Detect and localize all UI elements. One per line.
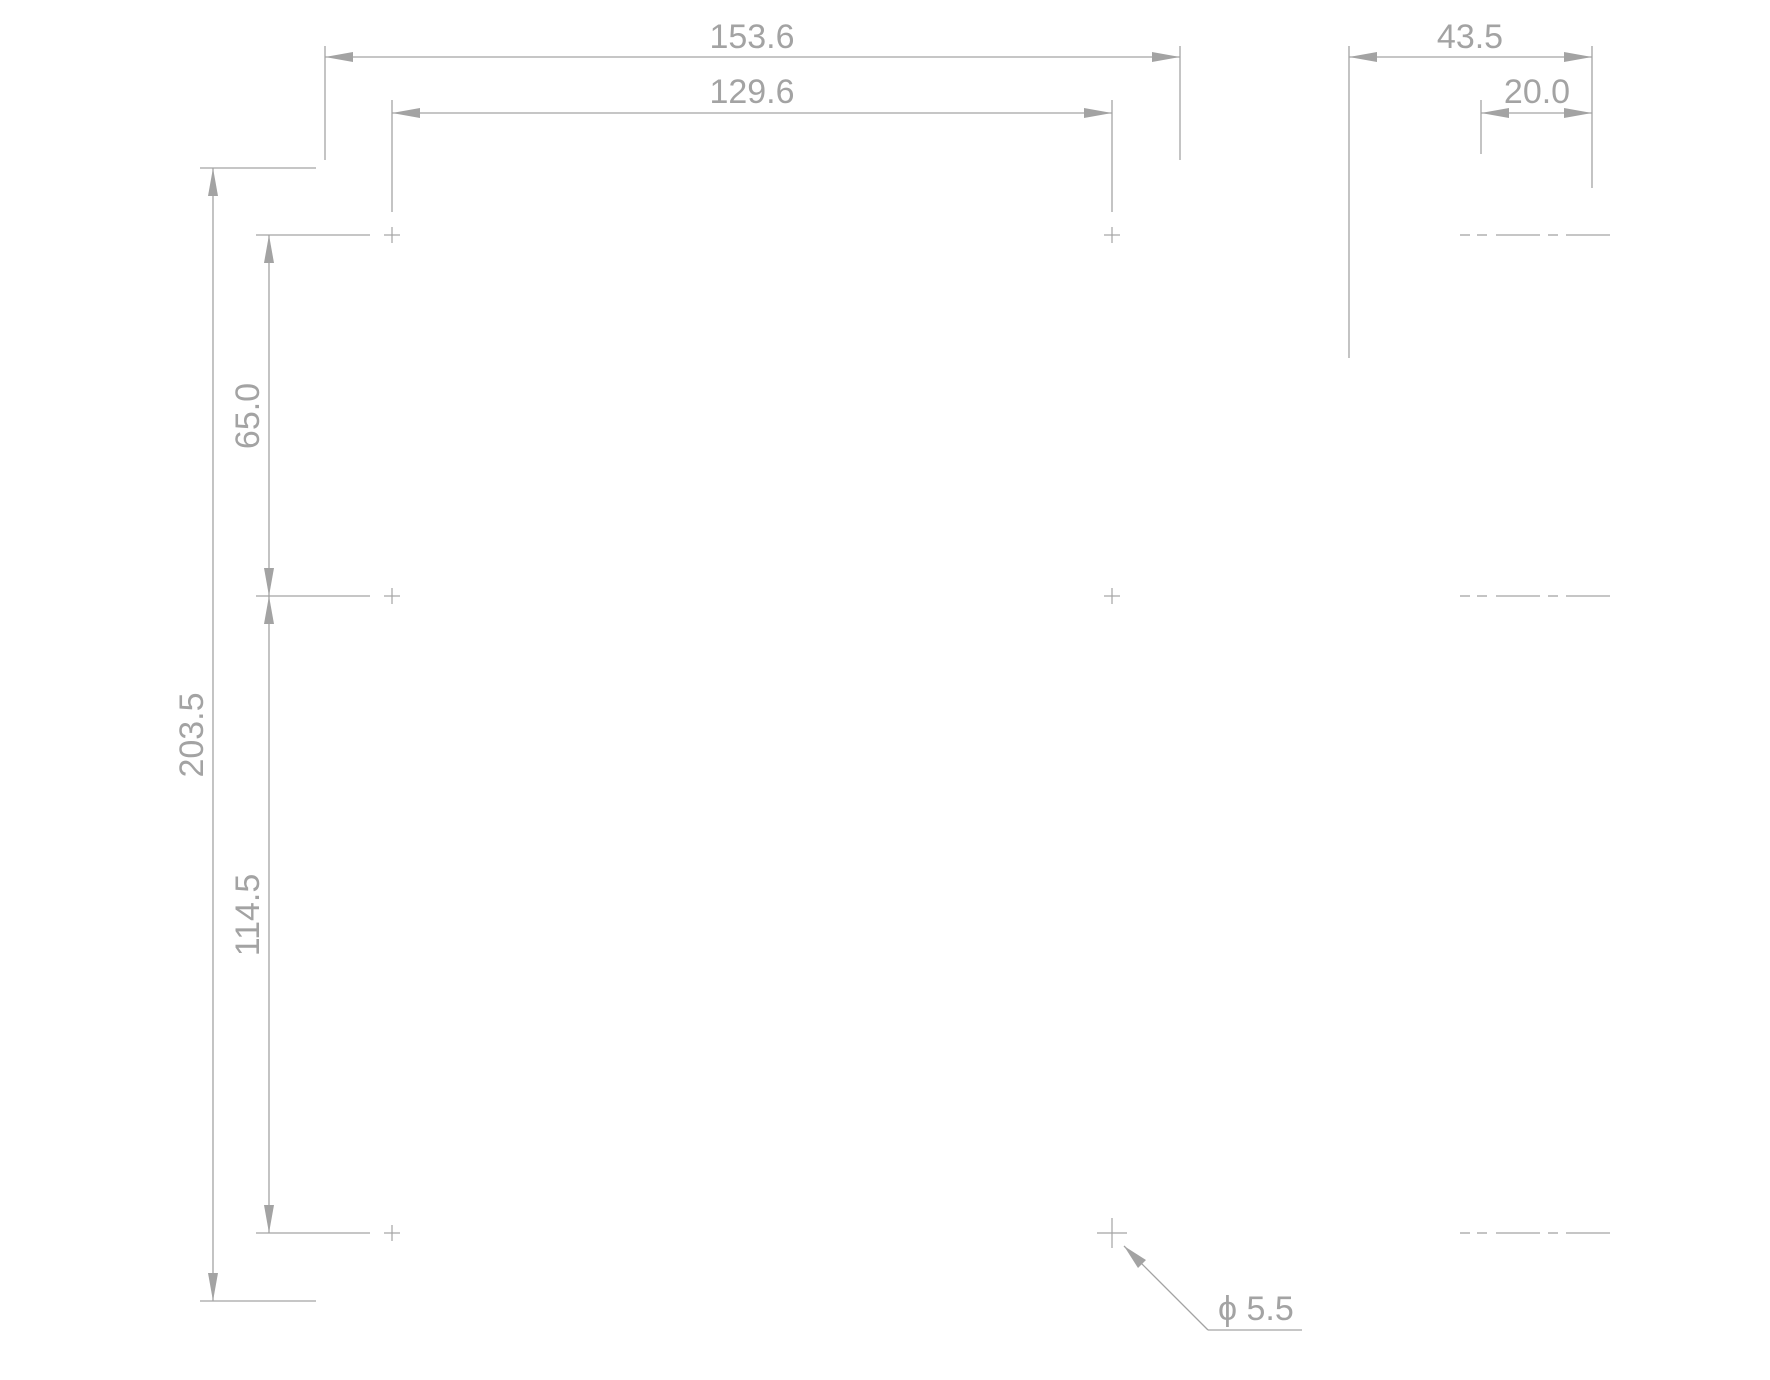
hole-center-mark xyxy=(1104,588,1120,604)
dimension-label-depth-partial: 20.0 xyxy=(1504,73,1570,111)
dimension-label-lower-hole-spacing: 114.5 xyxy=(229,874,267,957)
dimension-upper-hole-spacing: 65.0 xyxy=(229,234,370,597)
arrowhead-left xyxy=(1349,52,1377,62)
leader-arrowhead xyxy=(1124,1246,1146,1268)
dimension-total-height: 203.5 xyxy=(173,167,316,1302)
dimension-hole-spacing-horizontal: 129.6 xyxy=(391,73,1113,212)
arrowhead-bottom xyxy=(264,1205,274,1233)
dimension-label-total-height: 203.5 xyxy=(173,692,211,777)
hole-center-mark xyxy=(384,1225,400,1241)
arrowhead-right xyxy=(1564,108,1592,118)
arrowhead-top xyxy=(264,596,274,624)
side-view-centerlines xyxy=(1460,234,1610,1234)
hole-diameter-callout: ϕ 5.5 xyxy=(1123,1245,1302,1331)
arrowhead-left xyxy=(325,52,353,62)
dimension-depth-total: 43.5 xyxy=(1348,18,1593,358)
dimension-label-hole-spacing: 129.6 xyxy=(709,73,794,111)
hole-center-mark xyxy=(384,588,400,604)
hole-center-mark xyxy=(1104,227,1120,243)
dimension-total-width: 153.6 xyxy=(324,18,1181,160)
arrowhead-left xyxy=(1481,108,1509,118)
arrowhead-right xyxy=(1084,108,1112,118)
arrowhead-top xyxy=(208,168,218,196)
dimension-label-upper-hole-spacing: 65.0 xyxy=(229,383,267,449)
hole-center-mark xyxy=(384,227,400,243)
arrowhead-left xyxy=(392,108,420,118)
arrowhead-right xyxy=(1152,52,1180,62)
dimension-label-depth-total: 43.5 xyxy=(1437,18,1503,56)
hole-diameter-label: ϕ 5.5 xyxy=(1218,1290,1294,1328)
arrowhead-right xyxy=(1564,52,1592,62)
arrowhead-bottom xyxy=(264,568,274,596)
dimension-label-total-width: 153.6 xyxy=(709,18,794,56)
hole-center-mark xyxy=(1097,1218,1127,1248)
dimension-depth-partial: 20.0 xyxy=(1480,73,1592,154)
arrowhead-bottom xyxy=(208,1273,218,1301)
arrowhead-top xyxy=(264,235,274,263)
dimension-lower-hole-spacing: 114.5 xyxy=(229,596,370,1234)
hole-center-marks xyxy=(384,227,1127,1248)
